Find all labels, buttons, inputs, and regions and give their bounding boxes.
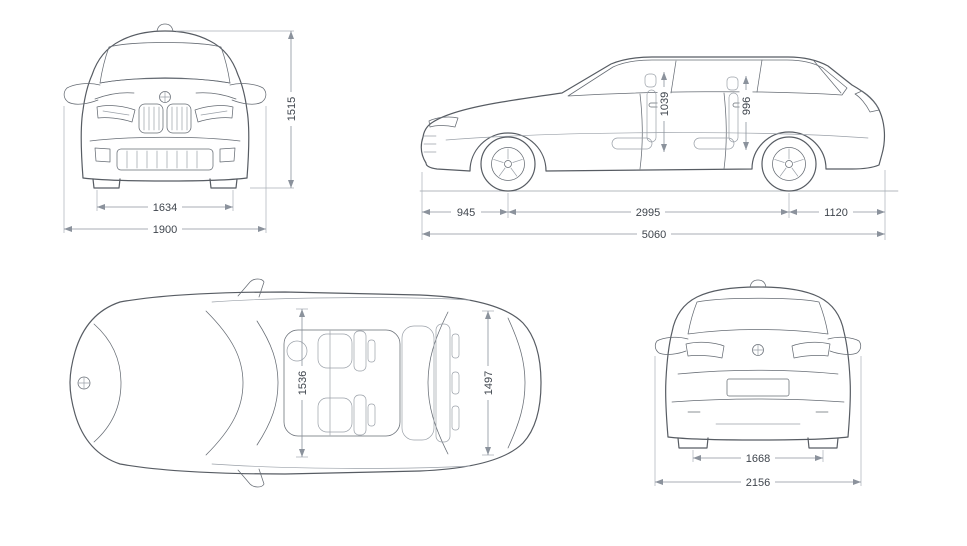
front-seats-top [317,330,376,436]
rear-wheel [761,136,817,192]
dim-front-track-label: 1634 [153,202,177,214]
character-line [445,132,869,141]
dim-front-overhang: 945 [422,205,508,219]
dim-overall-length-label: 5060 [642,229,666,241]
rear-view-drawing: 1668 2156 [654,279,862,489]
dim-interior-width-front: 1536 [295,308,309,458]
kidney-grille-left [138,103,164,134]
dim-width-incl-mirrors-label: 2156 [746,477,770,489]
headlight-side [428,116,459,128]
front-bumper-bottom [82,177,248,182]
dim-front-track: 1634 [97,200,233,214]
rear-wheels [677,437,839,449]
license-plate-area [726,378,790,397]
mirror-left [654,336,689,355]
top-view-drawing: 1536 1497 [69,278,542,488]
dim-overall-height: 1515 [284,31,298,188]
mirror-right [827,336,862,355]
c-pillar [756,59,763,93]
dim-overall-height-label: 1515 [286,97,298,121]
front-fascia-lines [423,135,437,153]
dim-interior-height-front-label: 1039 [659,92,671,116]
roof-antenna [156,23,174,32]
dim-interior-height-rear: 996 [739,76,753,150]
grille-slats [143,106,188,131]
front-view-drawing: 1515 1634 1900 [63,23,298,236]
dim-interior-height-rear-label: 996 [741,97,753,115]
dim-interior-width-front-label: 1536 [297,371,309,395]
front-seat [611,73,657,150]
dim-wheelbase: 2995 [508,205,789,219]
roof-front-edge [256,320,279,446]
panorama-sunroof [283,329,401,437]
dim-interior-height-front: 1039 [657,72,671,152]
dim-interior-width-rear-label: 1497 [483,371,495,395]
taillights [685,341,831,359]
dim-rear-track: 1668 [692,450,824,465]
d-pillar [813,60,842,94]
intake-slats [126,150,198,169]
door-seams [639,92,727,170]
bumper-crease [89,136,241,142]
car-body-outline [69,291,542,475]
rear-bench-top [401,323,460,443]
roof-antenna [749,279,767,288]
hood-cowl-line [99,78,231,84]
rear-seat [693,76,739,150]
beltlines [211,297,471,469]
side-view-drawing: 1039 996 945 2995 [419,56,899,241]
dim-front-overhang-label: 945 [457,207,475,219]
mirror-right [229,83,267,105]
dim-overall-length: 5060 [422,227,885,241]
dim-wheelbase-label: 2995 [636,207,660,219]
mirror-left [63,83,101,105]
bmw-roundel-icon [159,91,171,103]
taillight-side [854,90,880,113]
car-body-outline [420,56,886,172]
mirrors-top-view [237,278,265,488]
side-glass [567,59,848,97]
tailgate-seam [677,369,839,375]
rear-window [687,297,829,335]
bumper-seam [671,398,845,403]
dim-rear-overhang: 1120 [789,205,885,219]
dim-rear-overhang-label: 1120 [824,207,848,219]
front-wheel [480,136,536,192]
side-intakes [94,147,236,163]
car-body-outline [80,30,250,179]
dim-interior-width-rear: 1497 [481,310,495,456]
dim-overall-width: 1900 [64,222,266,236]
hood-seam [93,323,122,443]
b-pillar [670,60,677,94]
dim-overall-width-label: 1900 [153,224,177,236]
bmw-roundel-icon [752,344,764,356]
bmw-roundel-icon [77,376,91,390]
extension-lines-front [63,30,294,233]
tailgate-edge [507,317,526,449]
steering-wheel [286,340,308,362]
windshield [99,42,231,84]
rear-bumper-bottom [667,436,849,441]
dim-rear-track-label: 1668 [746,453,770,465]
windshield-edge [205,310,244,456]
front-wheels [92,178,238,189]
kidney-grille-right [166,103,192,134]
rear-window-edge [427,311,449,455]
hood-creases [94,92,237,100]
dim-width-incl-mirrors: 2156 [654,356,862,489]
extension-lines-side [421,170,886,240]
air-intake [116,148,214,171]
headlights [96,105,234,123]
car-body-outline [665,286,851,438]
headlight-drl-lines [102,110,228,116]
